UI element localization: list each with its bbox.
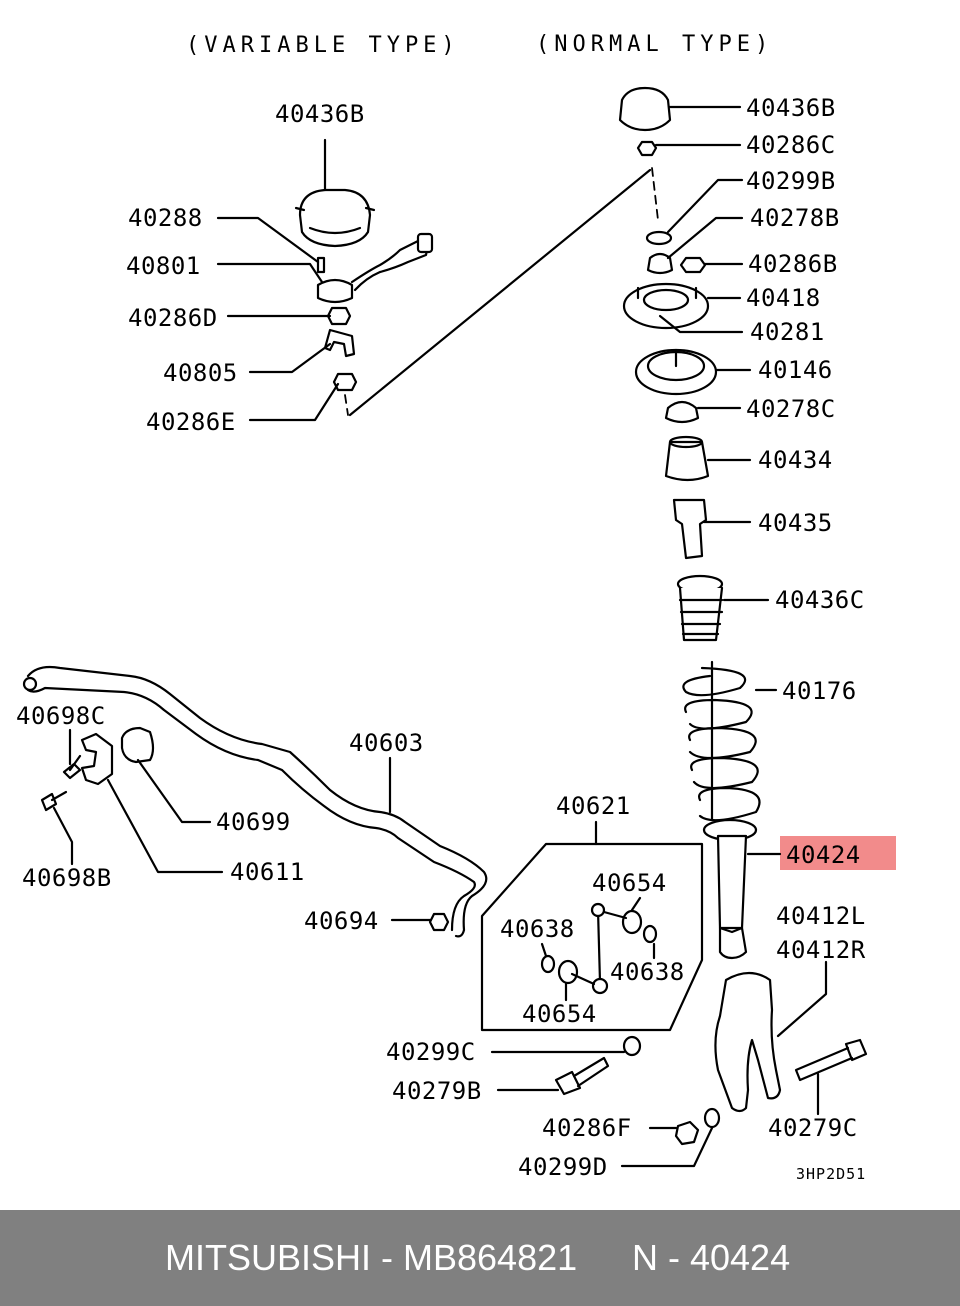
variable-type-assembly xyxy=(216,138,659,422)
part-label-40288: 40288 xyxy=(128,204,203,232)
part-label-40436b-normal: 40436B xyxy=(746,94,836,122)
part-label-40281: 40281 xyxy=(750,318,825,346)
part-label-40638-left: 40638 xyxy=(500,915,575,943)
part-label-40694: 40694 xyxy=(304,907,379,935)
normal-type-header: (NORMAL TYPE) xyxy=(536,32,774,57)
exploded-view-drawing xyxy=(22,86,868,1168)
part-label-40278c: 40278C xyxy=(746,395,836,423)
part-label-40699: 40699 xyxy=(216,808,291,836)
part-label-40654-lower: 40654 xyxy=(522,1000,597,1028)
part-label-40654-upper: 40654 xyxy=(592,869,667,897)
part-label-40801: 40801 xyxy=(126,252,201,280)
part-label-40621: 40621 xyxy=(556,792,631,820)
part-label-40424-selected: 40424 xyxy=(786,841,861,869)
parts-diagram: (VARIABLE TYPE) (NORMAL TYPE) 40436B 402… xyxy=(16,32,896,1183)
part-label-40286f: 40286F xyxy=(542,1114,632,1142)
part-label-40412l: 40412L xyxy=(776,902,866,930)
part-label-40435: 40435 xyxy=(758,509,833,537)
part-label-40279b: 40279B xyxy=(392,1077,482,1105)
part-label-40638-right: 40638 xyxy=(610,958,685,986)
footer-brand-part-number: MITSUBISHI - MB864821 xyxy=(165,1237,578,1278)
part-label-40436c: 40436C xyxy=(775,586,865,614)
part-label-40603: 40603 xyxy=(349,729,424,757)
part-label-40698c: 40698C xyxy=(16,702,106,730)
part-label-40146: 40146 xyxy=(758,356,833,384)
part-label-40698b: 40698B xyxy=(22,864,112,892)
part-label-40299c: 40299C xyxy=(386,1038,476,1066)
part-label-40286e: 40286E xyxy=(146,408,236,436)
part-label-40286c: 40286C xyxy=(746,131,836,159)
diagram-code: 3HP2D51 xyxy=(796,1165,867,1183)
footer-bar: MITSUBISHI - MB864821 N - 40424 xyxy=(0,1210,960,1306)
part-label-40286d: 40286D xyxy=(128,304,218,332)
part-label-40279c: 40279C xyxy=(768,1114,858,1142)
part-label-40434: 40434 xyxy=(758,446,833,474)
part-label-40436b-variable: 40436B xyxy=(275,100,365,128)
part-label-40299d: 40299D xyxy=(518,1153,608,1181)
part-label-40176: 40176 xyxy=(782,677,857,705)
part-label-40805: 40805 xyxy=(163,359,238,387)
part-label-40418: 40418 xyxy=(746,284,821,312)
selected-part-highlight xyxy=(780,836,896,870)
stabilizer-assembly xyxy=(22,665,704,1032)
footer-reference-number: N - 40424 xyxy=(632,1237,791,1278)
bottom-fasteners xyxy=(490,1035,868,1168)
normal-type-assembly xyxy=(618,86,828,1113)
part-label-40278b: 40278B xyxy=(750,204,840,232)
part-label-40299b: 40299B xyxy=(746,167,836,195)
part-label-40286b: 40286B xyxy=(748,250,838,278)
variable-type-header: (VARIABLE TYPE) xyxy=(186,33,460,58)
part-label-40412r: 40412R xyxy=(776,936,866,964)
part-label-40611: 40611 xyxy=(230,858,305,886)
